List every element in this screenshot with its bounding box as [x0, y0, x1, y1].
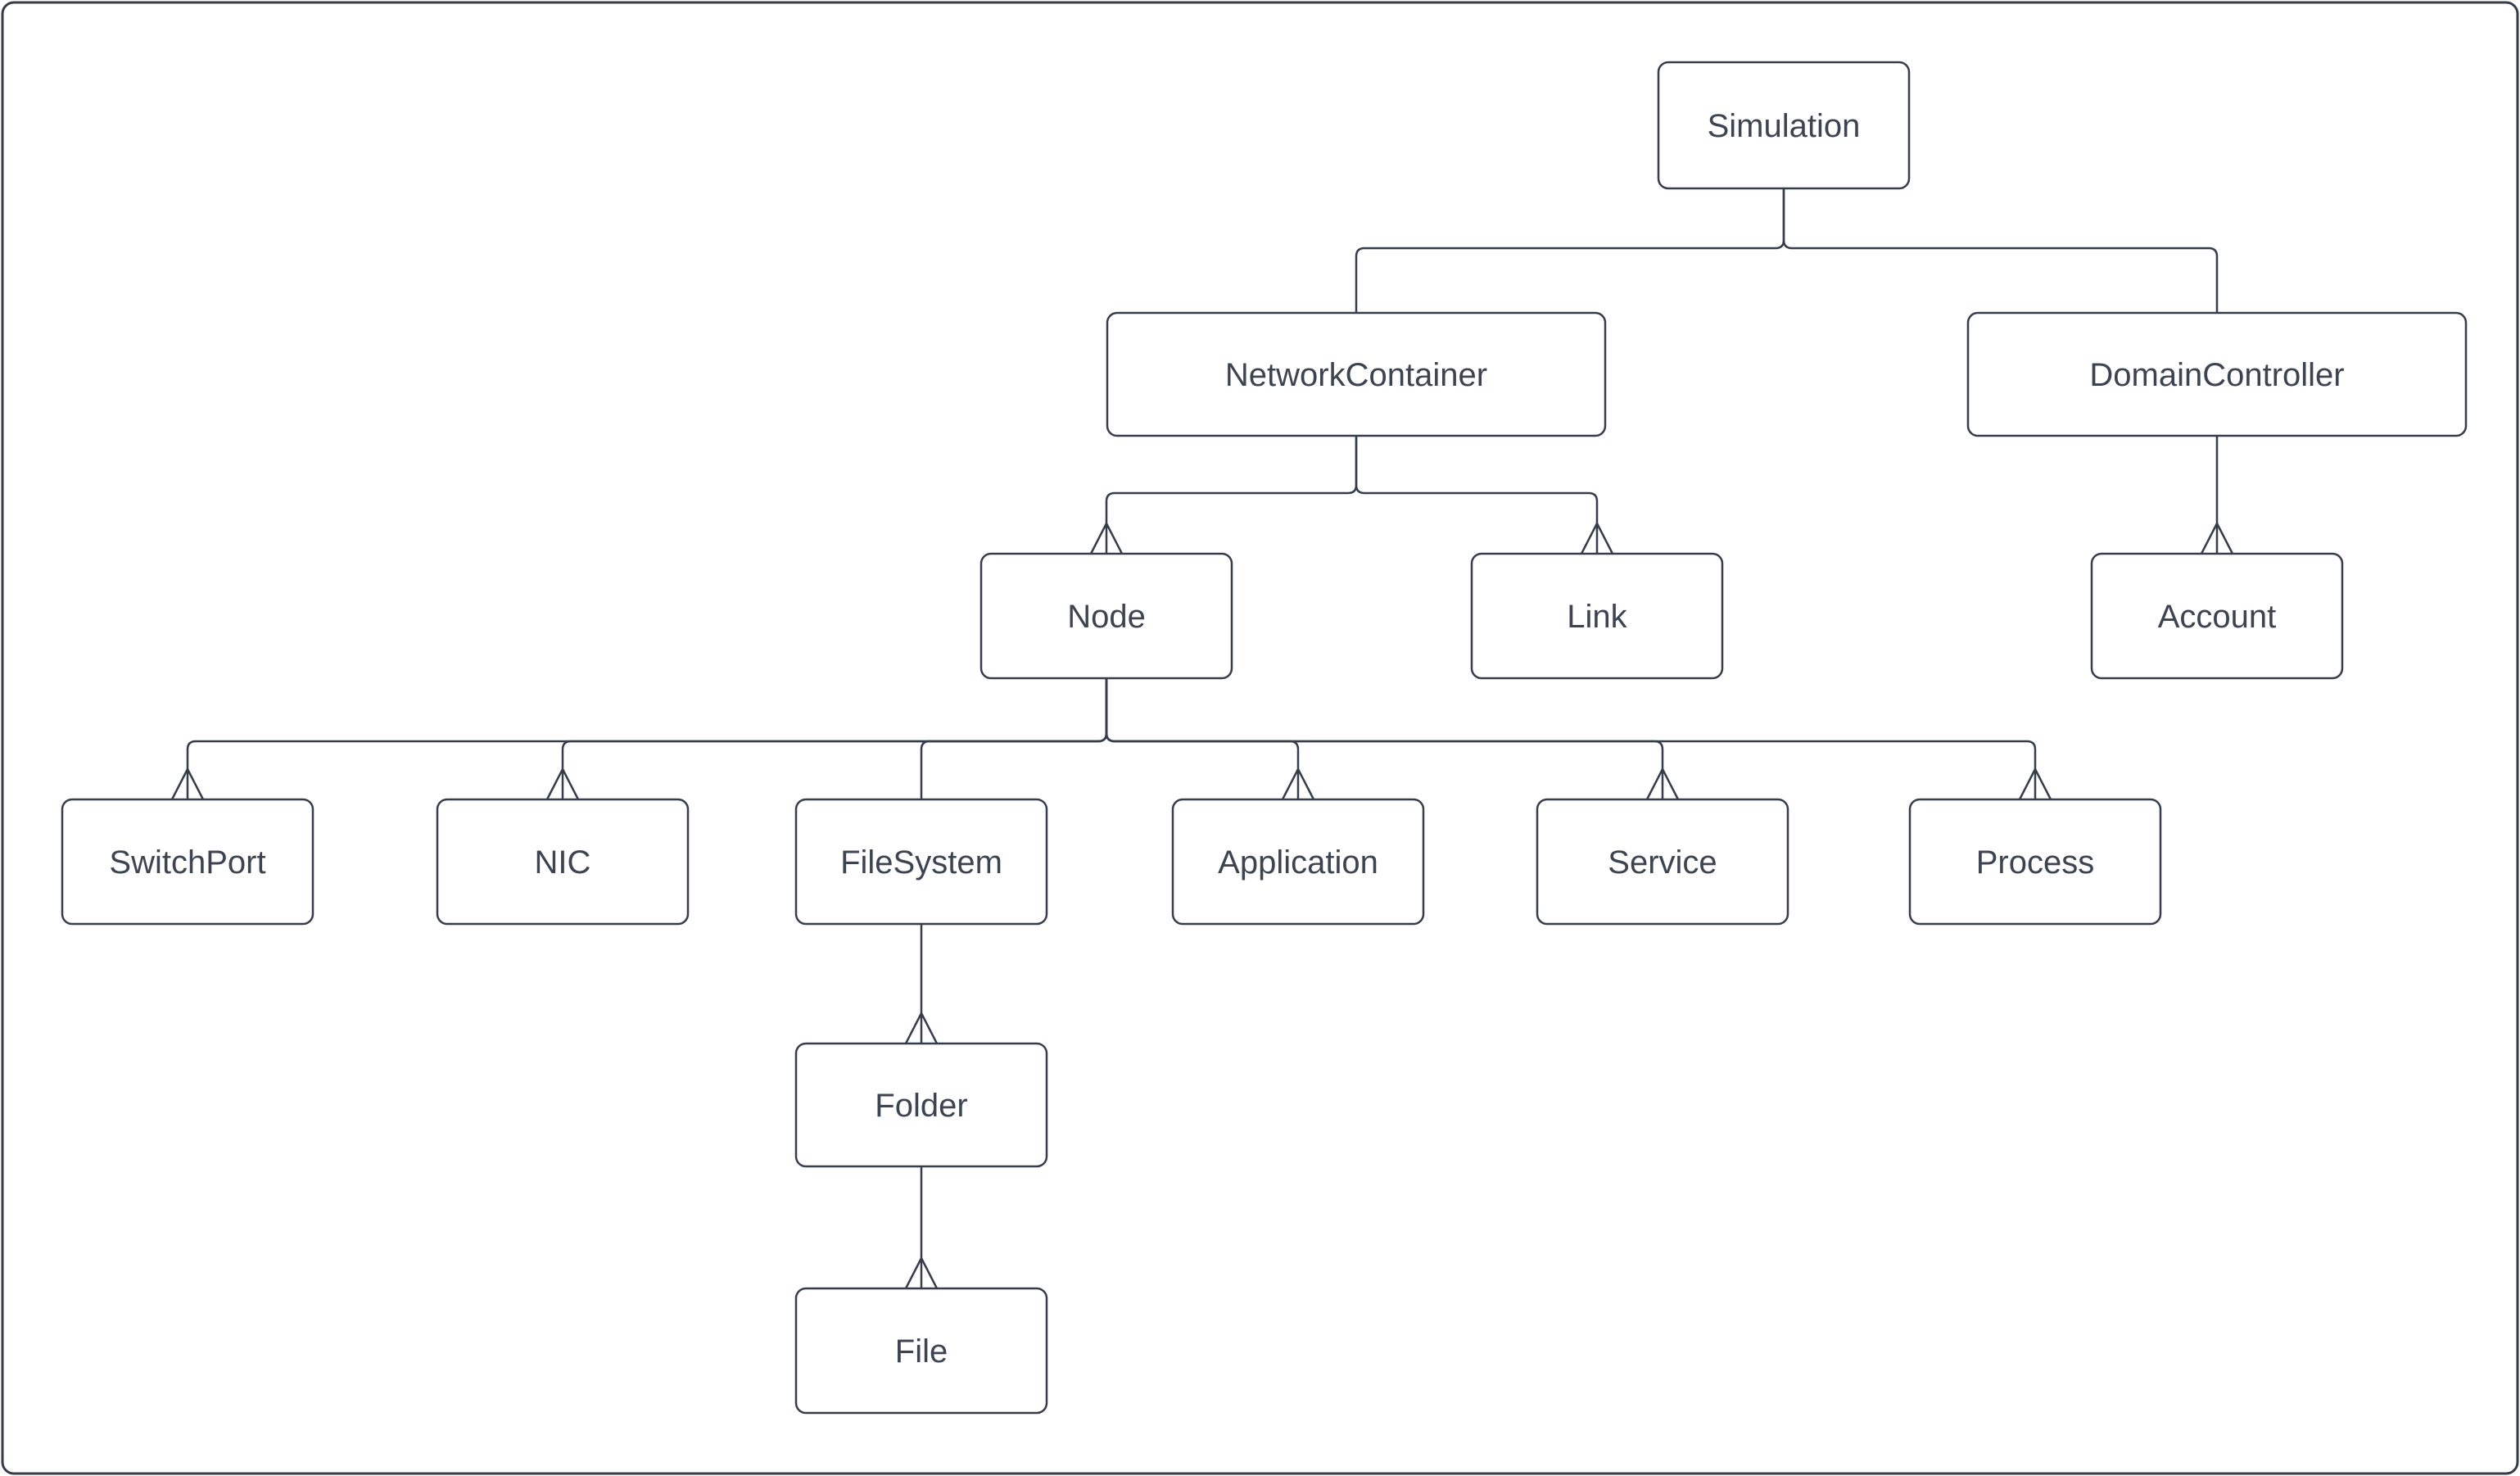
node-box	[1908, 798, 2162, 926]
edge-line	[1355, 188, 1785, 313]
edge-folder-file	[904, 1166, 939, 1290]
node-label: Account	[2158, 599, 2277, 635]
node-label: Simulation	[1708, 108, 1861, 144]
edge-node-switch-port	[170, 678, 1108, 801]
arrowhead	[545, 767, 580, 801]
edge-simulation-domain-controller	[1782, 188, 2219, 313]
node-node[interactable]: Node	[979, 552, 1233, 680]
node-process[interactable]: Process	[1908, 798, 2162, 926]
arrowhead	[170, 767, 205, 801]
node-account[interactable]: Account	[2090, 552, 2344, 680]
edge-node-service	[1105, 678, 1680, 801]
arrowhead	[1645, 767, 1680, 801]
node-application[interactable]: Application	[1171, 798, 1425, 926]
node-label: Node	[1067, 599, 1146, 635]
node-simulation[interactable]: Simulation	[1657, 61, 1911, 190]
node-box	[1470, 552, 1724, 680]
node-label: DomainController	[2089, 357, 2344, 393]
edge-line	[1105, 678, 1664, 799]
node-label: Service	[1608, 844, 1717, 881]
arrowhead	[904, 1012, 939, 1045]
node-service[interactable]: Service	[1536, 798, 1789, 926]
edge-node-file-system	[920, 678, 1108, 799]
edge-line	[1782, 188, 2219, 313]
node-label: Process	[1976, 844, 2095, 881]
node-box	[1171, 798, 1425, 926]
node-label: SwitchPort	[109, 844, 265, 881]
arrowhead	[1580, 522, 1614, 555]
arrowhead	[1281, 767, 1315, 801]
node-folder[interactable]: Folder	[794, 1042, 1048, 1168]
edge-file-system-folder	[904, 924, 939, 1045]
node-label: File	[895, 1333, 948, 1370]
node-box	[1536, 798, 1789, 926]
edge-line	[561, 678, 1108, 799]
edge-node-process	[1105, 678, 2052, 801]
node-label: Application	[1218, 844, 1378, 881]
node-domain-controller[interactable]: DomainController	[1966, 311, 2468, 437]
node-box	[794, 1287, 1048, 1415]
node-box	[794, 1042, 1048, 1168]
edge-line	[186, 678, 1108, 799]
edge-simulation-network-container	[1355, 188, 1785, 313]
node-label: Link	[1567, 599, 1627, 635]
arrowhead	[2018, 767, 2052, 801]
node-label: NetworkContainer	[1225, 357, 1487, 393]
node-file-system[interactable]: FileSystem	[794, 798, 1048, 926]
edge-line	[1105, 436, 1358, 554]
edge-network-container-node	[1089, 436, 1358, 555]
node-switch-port[interactable]: SwitchPort	[61, 798, 314, 926]
arrowhead	[2200, 522, 2234, 555]
edge-line	[1105, 678, 1300, 799]
node-box	[436, 798, 690, 926]
node-label: Folder	[875, 1088, 967, 1124]
node-box	[979, 552, 1233, 680]
edge-line	[1105, 678, 2037, 799]
arrowhead	[1089, 522, 1124, 555]
node-box	[794, 798, 1048, 926]
edge-network-container-link	[1355, 436, 1614, 555]
edge-node-nic	[545, 678, 1108, 801]
node-file[interactable]: File	[794, 1287, 1048, 1415]
node-label: FileSystem	[840, 844, 1002, 881]
node-network-container[interactable]: NetworkContainer	[1106, 311, 1607, 437]
node-box	[2090, 552, 2344, 680]
node-box	[61, 798, 314, 926]
node-box	[1106, 311, 1607, 437]
node-label: NIC	[535, 844, 591, 881]
edge-line	[1355, 436, 1599, 554]
edge-domain-controller-account	[2200, 436, 2234, 555]
node-box	[1966, 311, 2468, 437]
node-box	[1657, 61, 1911, 190]
arrowhead	[904, 1256, 939, 1290]
node-link[interactable]: Link	[1470, 552, 1724, 680]
edge-node-application	[1105, 678, 1315, 801]
node-nic[interactable]: NIC	[436, 798, 690, 926]
edge-line	[920, 678, 1108, 799]
